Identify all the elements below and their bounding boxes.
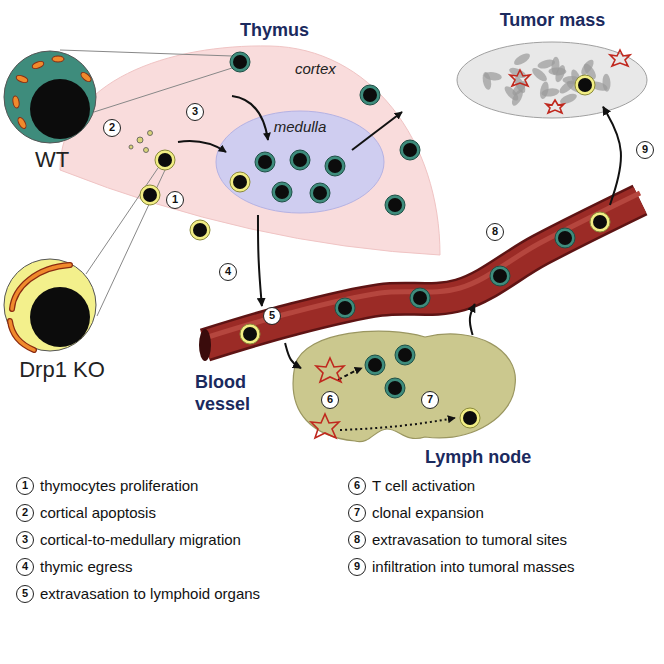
node-label: WT [2,147,102,173]
node-label: cortex [295,60,336,78]
legend-number: 5 [16,585,34,603]
legend-text: thymocytes proliferation [40,477,198,495]
cell [310,183,330,203]
legend-number: 6 [348,477,366,495]
apoptotic-body [148,131,153,136]
legend-number: 2 [16,504,34,522]
cell [555,228,575,248]
node-label: Lymph node [425,447,531,469]
cell [255,152,275,172]
cell [335,298,355,318]
cell [590,212,610,232]
migration-connector [603,107,621,205]
legend-text: T cell activation [372,477,475,495]
cell [190,220,210,240]
legend-number: 1 [16,477,34,495]
legend-number: 4 [16,558,34,576]
legend-number: 3 [16,531,34,549]
cell [230,172,250,192]
cell [400,140,420,160]
legend-number: 8 [348,531,366,549]
cell [360,85,380,105]
cell [230,52,250,72]
cell [490,266,510,286]
cell [385,378,405,398]
legend-text: infiltration into tumoral masses [372,558,575,576]
apoptotic-body [144,148,149,153]
legend-text: extravasation to lymphoid organs [40,585,260,603]
callout-number: 6 [321,391,339,409]
cell [140,185,160,205]
callout-number: 3 [186,103,204,121]
cell [575,75,595,95]
cell [325,156,345,176]
ko-zoom-circle: Drp1 KO [2,257,126,397]
cell [272,182,292,202]
apoptotic-body [129,145,133,149]
legend-text: clonal expansion [372,504,484,522]
callout-number: 2 [103,119,121,137]
legend-number: 7 [348,504,366,522]
callout-number: 9 [636,141,654,159]
legend-number: 9 [348,558,366,576]
callout-number: 8 [486,223,504,241]
node-label: Tumor mass [455,10,650,32]
cell [410,288,430,308]
node-label: Thymus [240,20,309,42]
node-label: Blood vessel [195,372,275,415]
apoptotic-body [137,137,143,143]
cell [365,355,385,375]
node-label: medulla [215,118,385,136]
cell [155,150,175,170]
legend-text: cortical-to-medullary migration [40,531,241,549]
wt-zoom-circle: WT [2,47,106,182]
cell [385,195,405,215]
cell [240,324,260,344]
callout-number: 1 [166,191,184,209]
node-label: Drp1 KO [2,357,122,383]
legend-text: cortical apoptosis [40,504,156,522]
callout-number: 4 [219,263,237,281]
cell [290,150,310,170]
cell [395,345,415,365]
legend-text: thymic egress [40,558,133,576]
callout-number: 7 [421,391,439,409]
callout-number: 5 [263,307,281,325]
legend-text: extravasation to tumoral sites [372,531,567,549]
cell [460,408,480,428]
